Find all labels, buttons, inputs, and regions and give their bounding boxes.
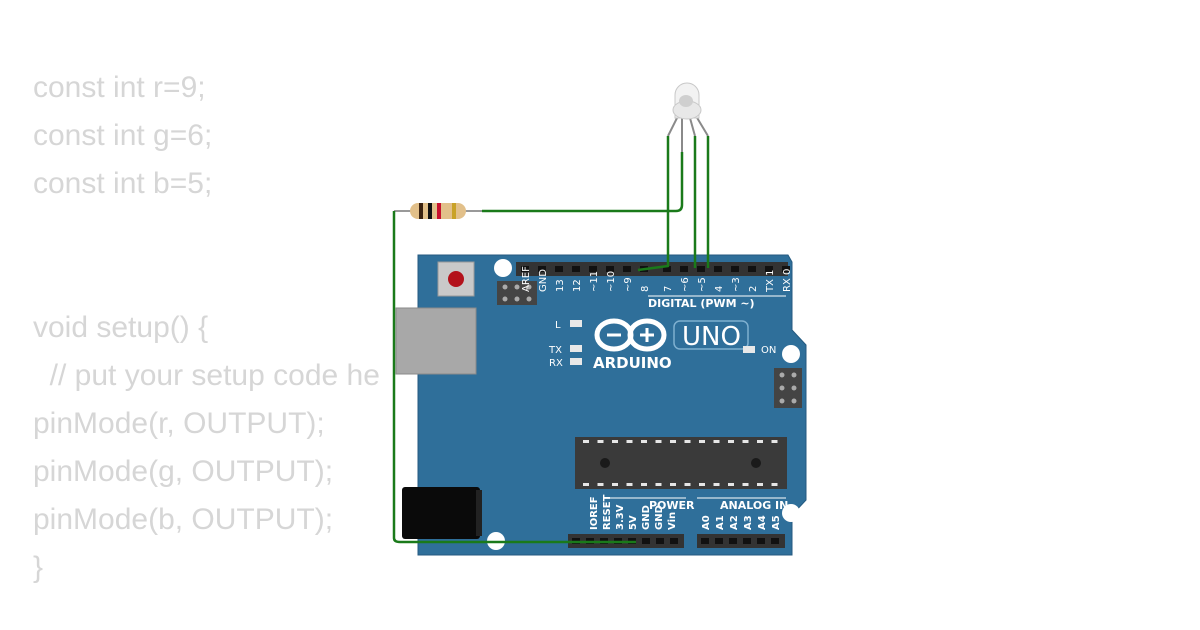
code-line: } [33,551,44,584]
power-jack [402,487,482,539]
mounting-hole [782,345,800,363]
code-line: pinMode(b, OUTPUT); [33,503,334,536]
analog-pin-socket[interactable] [729,538,737,544]
digital-pin-label: ~3 [731,277,742,292]
analog-pin-label: A5 [771,515,782,530]
digital-pin-label: ~10 [606,271,617,292]
code-line: const int r=9; [33,71,206,104]
analog-pin-socket[interactable] [743,538,751,544]
digital-pin-socket[interactable] [555,266,563,272]
wires [392,136,710,544]
digital-pin-socket[interactable] [680,266,688,272]
digital-pin-socket[interactable] [782,266,790,272]
digital-pin-label: TX 1 [765,270,776,294]
usb-connector [395,307,477,375]
digital-pin-label: RX 0 [782,269,793,292]
digital-pin-socket[interactable] [697,266,705,272]
icsp-header-2 [774,368,802,408]
mounting-hole [494,259,512,277]
analog-pin-label: A1 [715,515,726,530]
arduino-logo-icon [594,318,667,352]
digital-pin-label: AREF [521,266,532,292]
digital-pin-label: ~6 [680,277,691,292]
digital-pin-socket[interactable] [606,266,614,272]
digital-pin-socket[interactable] [589,266,597,272]
led-rx-label: RX [549,358,563,369]
code-line: void setup() { [33,311,209,344]
digital-pin-socket[interactable] [538,266,546,272]
digital-pin-socket[interactable] [714,266,722,272]
code-line: // put your setup code he [33,359,380,392]
wire-led-red [637,136,670,272]
power-pin-label: RESET [602,494,613,530]
power-pin-label: IOREF [589,496,600,530]
mounting-hole [782,504,800,522]
analog-pin-socket[interactable] [771,538,779,544]
analog-pin-socket[interactable] [701,538,709,544]
power-pin-label: GND [654,505,665,530]
digital-pin-label: 12 [572,279,583,292]
power-header-label: POWER [649,499,695,512]
reset-button[interactable] [437,261,475,297]
wire-led-common [482,152,684,213]
power-pin-socket[interactable] [642,538,650,544]
digital-pin-socket[interactable] [623,266,631,272]
led-l [570,320,582,327]
power-pin-socket[interactable] [670,538,678,544]
digital-header-label: DIGITAL (PWM ~) [648,297,755,310]
rgb-led[interactable] [667,82,709,152]
analog-pin-label: A3 [743,515,754,530]
wire-resistor-gnd [392,211,636,544]
digital-pin-label: ~11 [589,271,600,292]
led-rx [570,358,582,365]
digital-pin-socket[interactable] [765,266,773,272]
digital-pin-label: ~9 [623,277,634,292]
digital-pin-label: 8 [640,286,651,292]
digital-pin-socket[interactable] [731,266,739,272]
code-line: pinMode(r, OUTPUT); [33,407,325,440]
analog-pin-header[interactable] [697,534,785,548]
analog-pin-label: A0 [701,515,712,530]
analog-pin-label: A2 [729,515,740,530]
digital-pin-socket[interactable] [663,266,671,272]
digital-pin-socket[interactable] [748,266,756,272]
led-tx-label: TX [548,345,562,356]
model-label: UNO [682,322,741,352]
digital-pin-label: GND [538,269,549,292]
power-pin-label: 5V [628,515,639,530]
analog-pin-socket[interactable] [757,538,765,544]
digital-pin-label: 7 [663,286,674,292]
led-on-label: ON [761,345,776,356]
analog-pin-socket[interactable] [715,538,723,544]
digital-pin-label: 2 [748,286,759,292]
digital-pin-label: ~5 [697,277,708,292]
microcontroller-chip [575,437,787,489]
icsp-header [497,281,537,305]
arduino-uno-board[interactable]: AREF GND 13 12 ~11 ~10 ~9 8 7 ~6 ~5 4 ~3 2 TX 1 RX 0 DI… [395,254,807,556]
led-l-label: L [555,320,561,331]
code-line: pinMode(g, OUTPUT); [33,455,334,488]
brand-label: ARDUINO [593,354,672,372]
code-editor: const int r=9; const int g=6; const int b=… [33,64,380,592]
power-pin-label: 3.3V [615,504,626,530]
led-tx [570,345,582,352]
digital-pin-socket[interactable] [572,266,580,272]
code-line: const int g=6; [33,119,213,152]
analog-header-label: ANALOG IN [720,499,788,512]
resistor[interactable] [394,203,482,219]
code-line: const int b=5; [33,167,213,200]
power-pin-label: GND [641,505,652,530]
digital-pin-labels: AREF GND 13 12 ~11 ~10 ~9 8 7 ~6 ~5 4 ~3 2 TX 1 RX 0 [521,266,793,293]
digital-pin-socket[interactable] [521,266,529,272]
power-pin-socket[interactable] [656,538,664,544]
digital-pin-label: 13 [555,279,566,292]
digital-pin-label: 4 [714,286,725,292]
led-on [743,346,755,353]
power-pin-label: Vin [667,512,678,530]
analog-pin-label: A4 [757,515,768,530]
